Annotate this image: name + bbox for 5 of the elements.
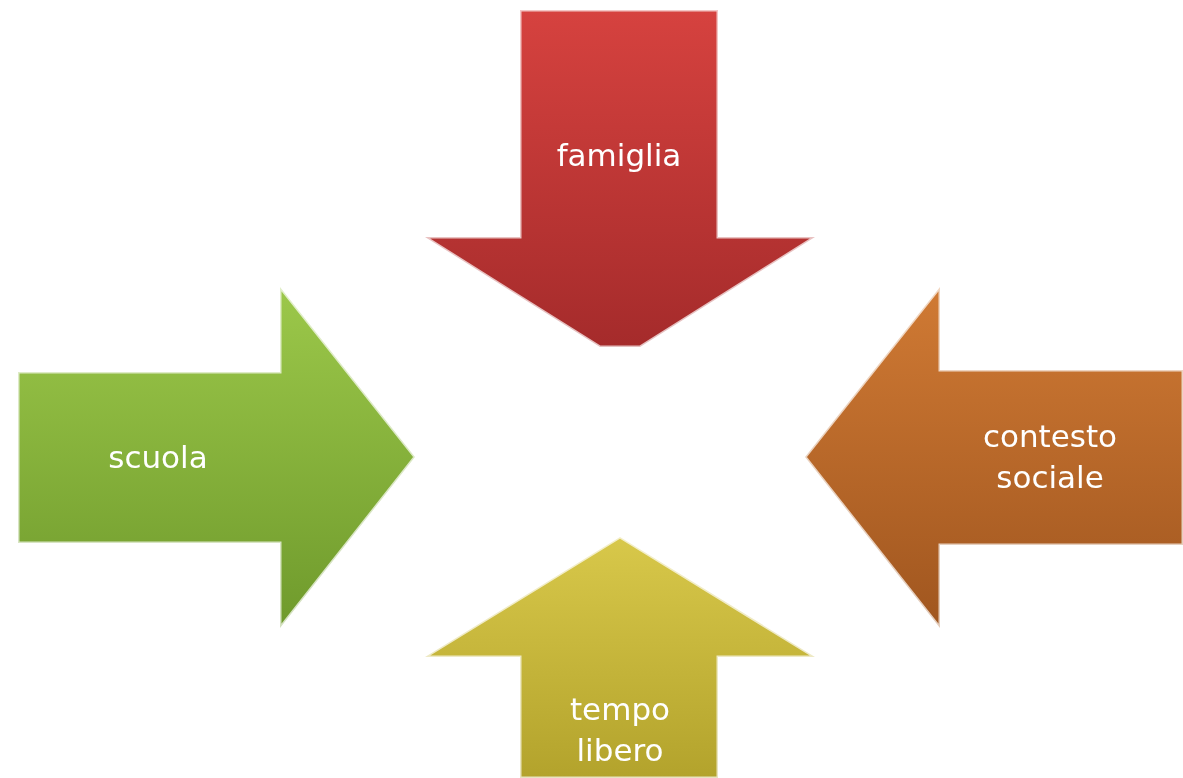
block-arrow-shape <box>18 287 415 628</box>
arrow-label: scuola <box>108 437 208 477</box>
arrow-label: tempo libero <box>568 690 672 770</box>
arrow-label: famiglia <box>556 135 682 175</box>
arrow-label: contesto sociale <box>981 417 1119 497</box>
